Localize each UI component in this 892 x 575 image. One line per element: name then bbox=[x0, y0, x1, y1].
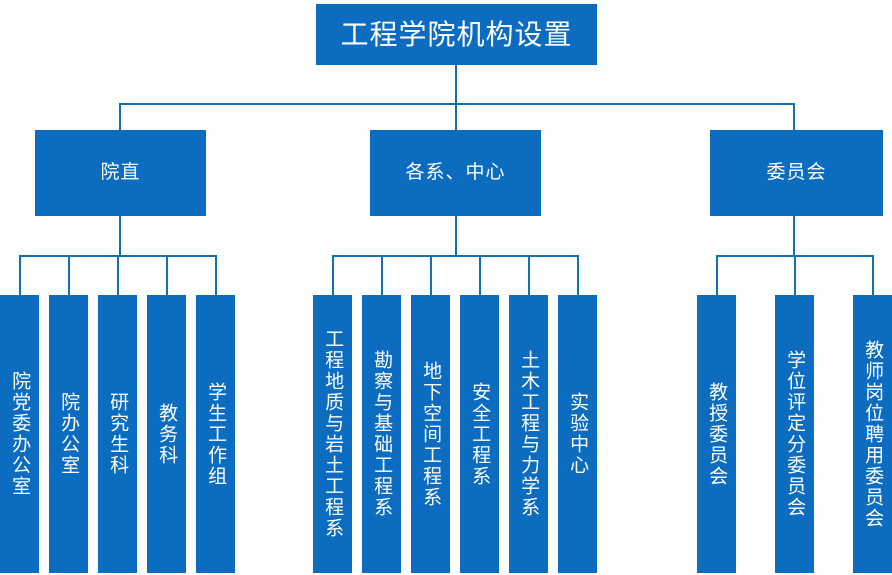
leaf-node-branch2-1-label: 工程地质与岩土工程系 bbox=[322, 329, 345, 539]
leaf-node-branch1-5[interactable]: 学生工作组 bbox=[196, 295, 235, 573]
leaf-node-branch2-4[interactable]: 安全工程系 bbox=[460, 295, 499, 573]
connector-branch-2-drop-3 bbox=[430, 255, 432, 295]
connector-branch-2-stem bbox=[455, 216, 457, 255]
leaf-node-branch3-2[interactable]: 学位评定分委员会 bbox=[775, 295, 814, 573]
org-root-label: 工程学院机构设置 bbox=[340, 17, 573, 51]
connector-branch-3-stem bbox=[793, 216, 795, 255]
connector-branch-2-bus bbox=[332, 255, 579, 257]
branch-node-1-label: 院直 bbox=[100, 161, 141, 184]
leaf-node-branch2-6[interactable]: 实验中心 bbox=[558, 295, 597, 573]
leaf-node-branch1-1-label: 院党委办公室 bbox=[9, 371, 32, 497]
leaf-node-branch2-6-label: 实验中心 bbox=[567, 392, 590, 476]
connector-branch-3-drop-2 bbox=[794, 255, 796, 295]
branch-node-1[interactable]: 院直 bbox=[35, 130, 206, 216]
leaf-node-branch1-3-label: 研究生科 bbox=[107, 392, 130, 476]
leaf-node-branch3-3[interactable]: 教师岗位聘用委员会 bbox=[853, 295, 892, 573]
org-root-node[interactable]: 工程学院机构设置 bbox=[316, 4, 597, 65]
connector-branch-3-drop-3 bbox=[872, 255, 874, 295]
leaf-node-branch2-2[interactable]: 勘察与基础工程系 bbox=[362, 295, 401, 573]
leaf-node-branch1-3[interactable]: 研究生科 bbox=[98, 295, 137, 573]
connector-branch-1-drop-3 bbox=[117, 255, 119, 295]
leaf-node-branch1-2[interactable]: 院办公室 bbox=[49, 295, 88, 573]
leaf-node-branch3-1-label: 教授委员会 bbox=[706, 381, 729, 487]
branch-node-3[interactable]: 委员会 bbox=[710, 130, 883, 216]
branch-node-2[interactable]: 各系、中心 bbox=[370, 130, 541, 216]
leaf-node-branch1-1[interactable]: 院党委办公室 bbox=[0, 295, 39, 573]
leaf-node-branch2-2-label: 勘察与基础工程系 bbox=[371, 350, 394, 518]
connector-drop-branch-1 bbox=[119, 103, 121, 131]
connector-branch-1-drop-5 bbox=[215, 255, 217, 295]
connector-branch-2-drop-1 bbox=[332, 255, 334, 295]
leaf-node-branch3-2-label: 学位评定分委员会 bbox=[784, 350, 807, 518]
connector-drop-branch-2 bbox=[455, 103, 457, 131]
leaf-node-branch1-4-label: 教务科 bbox=[156, 402, 179, 466]
branch-node-3-label: 委员会 bbox=[766, 161, 827, 184]
connector-level1-bus bbox=[119, 103, 795, 105]
connector-root-stem bbox=[455, 65, 457, 103]
connector-branch-2-drop-5 bbox=[528, 255, 530, 295]
leaf-node-branch2-5-label: 土木工程与力学系 bbox=[518, 350, 541, 518]
leaf-node-branch1-4[interactable]: 教务科 bbox=[147, 295, 186, 573]
connector-branch-2-drop-2 bbox=[381, 255, 383, 295]
connector-branch-1-drop-2 bbox=[68, 255, 70, 295]
connector-drop-branch-3 bbox=[793, 103, 795, 131]
leaf-node-branch2-3-label: 地下空间工程系 bbox=[420, 360, 443, 508]
connector-branch-1-drop-4 bbox=[166, 255, 168, 295]
branch-node-2-label: 各系、中心 bbox=[405, 161, 506, 184]
connector-branch-3-drop-1 bbox=[716, 255, 718, 295]
leaf-node-branch1-5-label: 学生工作组 bbox=[205, 381, 228, 487]
connector-branch-2-drop-6 bbox=[577, 255, 579, 295]
leaf-node-branch2-5[interactable]: 土木工程与力学系 bbox=[509, 295, 548, 573]
leaf-node-branch3-3-label: 教师岗位聘用委员会 bbox=[862, 339, 885, 529]
leaf-node-branch2-3[interactable]: 地下空间工程系 bbox=[411, 295, 450, 573]
leaf-node-branch3-1[interactable]: 教授委员会 bbox=[697, 295, 736, 573]
connector-branch-2-drop-4 bbox=[479, 255, 481, 295]
leaf-node-branch1-2-label: 院办公室 bbox=[58, 392, 81, 476]
leaf-node-branch2-1[interactable]: 工程地质与岩土工程系 bbox=[313, 295, 352, 573]
connector-branch-1-stem bbox=[119, 216, 121, 255]
leaf-node-branch2-4-label: 安全工程系 bbox=[469, 381, 492, 487]
connector-branch-1-drop-1 bbox=[19, 255, 21, 295]
